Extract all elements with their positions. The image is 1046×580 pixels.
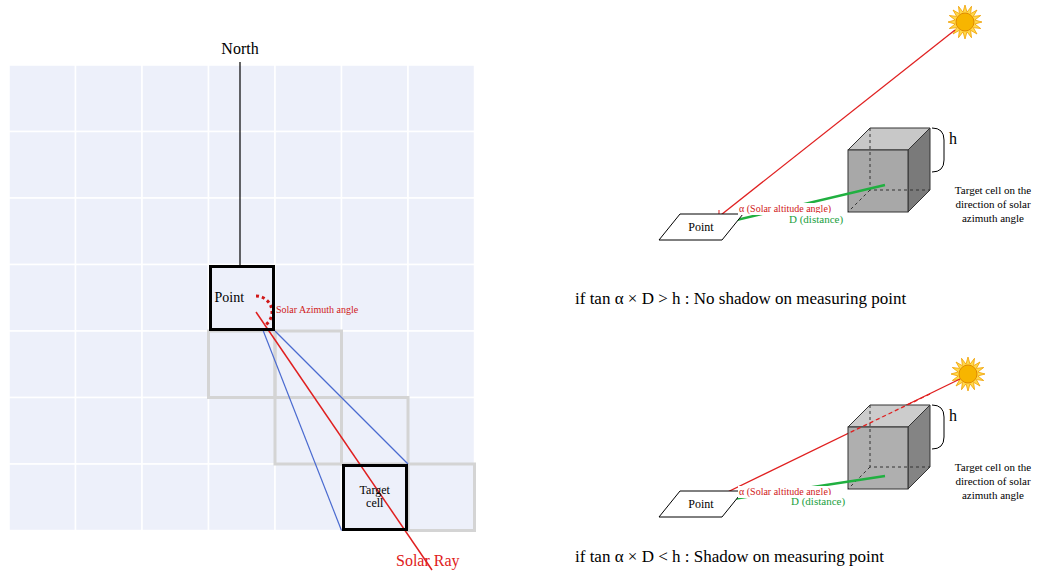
view-cone-line: [275, 331, 408, 464]
grid-cell: [142, 198, 209, 265]
grid-cell: [142, 398, 209, 465]
point-label: Point: [688, 220, 713, 235]
height-label: h: [949, 130, 957, 148]
grid-cell: [9, 132, 76, 199]
grid-cell: [408, 132, 475, 199]
grid-cell: [209, 464, 276, 531]
direction-label: North: [221, 40, 258, 58]
grid-cell: [76, 331, 143, 398]
grid-cell: [342, 65, 409, 132]
grid-cell: [9, 398, 76, 465]
grid-cell: [9, 464, 76, 531]
grid-cell-box: Point: [209, 265, 276, 332]
grid-cell: [209, 398, 276, 465]
grid-cell: [275, 265, 342, 332]
target-note: Target cell on the direction of solar az…: [944, 184, 1042, 225]
point-label: Point: [688, 497, 713, 512]
grid-cell: [9, 65, 76, 132]
grid-cell: [342, 198, 409, 265]
measuring-point: Point: [658, 213, 744, 241]
parallelogram: [659, 491, 743, 517]
grid-cell: [408, 265, 475, 332]
view-cone-line: [263, 331, 341, 531]
grid-cell: [209, 65, 276, 132]
grid-cell: [142, 265, 209, 332]
ray-label: Solar Ray: [396, 552, 460, 570]
distance-label: D (distance): [788, 213, 844, 226]
sun-disc: [956, 13, 974, 31]
height-bracket: [932, 405, 944, 449]
height-bracket: [932, 128, 944, 172]
grid-cell: [275, 398, 342, 465]
grid-cell: [275, 65, 342, 132]
solar-ray: [256, 312, 432, 570]
grid-cell: [408, 464, 475, 531]
sun: [951, 357, 985, 391]
building-cube: [848, 128, 930, 212]
grid-cell: [408, 198, 475, 265]
point-label-holder: Point: [658, 213, 744, 241]
grid-cell: [209, 132, 276, 199]
angle-label: Solar Azimuth angle: [276, 304, 358, 316]
grid-cell: [408, 331, 475, 398]
azimuth-arc: [256, 296, 272, 325]
building-cube: [848, 405, 930, 489]
sun-ray: [707, 30, 955, 226]
grid-cell: [142, 464, 209, 531]
parallelogram: [659, 214, 743, 240]
point-label-holder: Point: [658, 490, 744, 518]
cell-label: Point: [215, 290, 245, 305]
sun-disc: [959, 365, 977, 383]
candidate-cells: [209, 331, 475, 531]
grid-cell: [275, 132, 342, 199]
grid-cell: [76, 65, 143, 132]
grid-cell: [342, 265, 409, 332]
grid: [9, 65, 475, 531]
grid-cell: [342, 132, 409, 199]
grid-cell: [76, 398, 143, 465]
height-label: h: [949, 407, 957, 425]
sun-ray: [707, 379, 960, 502]
grid-cell: [275, 464, 342, 531]
north-line: [239, 62, 240, 265]
grid-cell: [408, 65, 475, 132]
grid-cell: [342, 331, 409, 398]
grid-cell: [76, 198, 143, 265]
sun: [948, 5, 982, 39]
condition-caption: if tan α × D < h : Shadow on measuring p…: [575, 547, 884, 567]
grid-cell: [9, 198, 76, 265]
grid-cell: [9, 265, 76, 332]
sun-rays: [948, 5, 982, 39]
grid-cell: [408, 398, 475, 465]
grid-cell: [275, 198, 342, 265]
grid-cell: [76, 265, 143, 332]
grid-cell: [142, 132, 209, 199]
grid-cell: [142, 65, 209, 132]
measuring-point: Point: [658, 490, 744, 518]
cell-label: Target cell: [353, 484, 397, 510]
grid-cell: [142, 331, 209, 398]
sun-rays: [951, 357, 985, 391]
sun-ray-hidden: [848, 394, 930, 434]
grid-cell: [76, 132, 143, 199]
condition-caption: if tan α × D > h : No shadow on measurin…: [575, 289, 906, 309]
grid-cell: [209, 331, 276, 398]
distance-label: D (distance): [790, 495, 846, 508]
grid-cell: [76, 464, 143, 531]
grid-cell: [9, 331, 76, 398]
target-note: Target cell on the direction of solar az…: [944, 461, 1042, 502]
grid-cell: [209, 198, 276, 265]
grid-cell-box: Target cell: [342, 464, 409, 531]
grid-cell: [209, 265, 276, 332]
